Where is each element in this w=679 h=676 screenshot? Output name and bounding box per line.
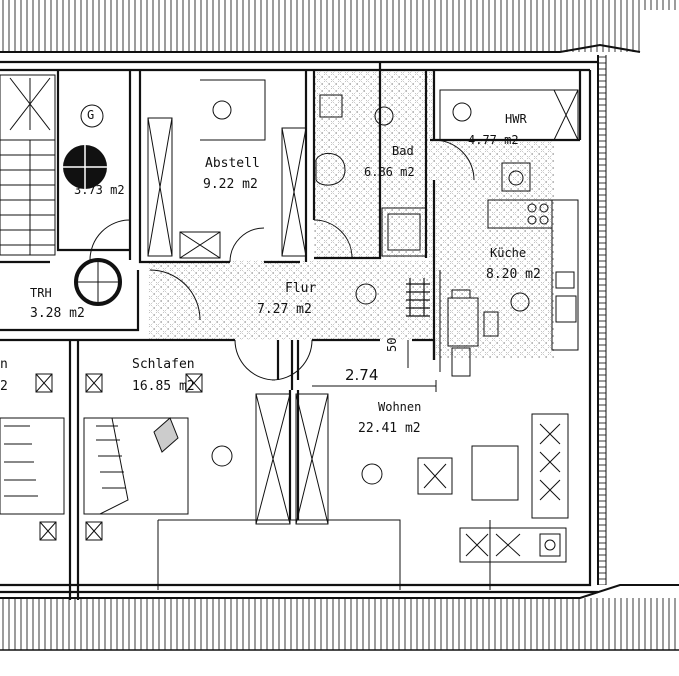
dimension-width: 2.74 [345, 366, 379, 384]
room-area-gas: 3.73 m2 [74, 183, 125, 197]
hatched-floors [148, 70, 554, 358]
room-label-wohnen: Wohnen [378, 400, 422, 414]
room-label-hwr: HWR [505, 112, 527, 126]
room-label-bad: Bad [392, 144, 414, 158]
room-area-abstell: 9.22 m2 [203, 177, 258, 192]
room-label-gas: G [87, 108, 95, 122]
room-label-abstell: Abstell [205, 156, 260, 171]
dimension-offset: 50 [385, 337, 399, 352]
walls [0, 60, 598, 600]
room-area-wohnen: 22.41 m2 [358, 421, 421, 436]
roof-bottom [0, 584, 679, 651]
staircase [0, 74, 56, 256]
room-label-schlafen: Schlafen [132, 357, 195, 372]
room-label-kueche: Küche [490, 246, 527, 260]
kitchen-fixtures [439, 89, 579, 377]
dimension-lines [312, 340, 437, 392]
room-area-hwr: 4.77 m2 [468, 133, 519, 147]
fixture-markers [211, 100, 530, 485]
room-label-left-partial: n [0, 357, 8, 372]
wardrobe [255, 393, 329, 525]
radiator [406, 278, 430, 317]
living-furniture [417, 413, 569, 590]
roof-top [0, 0, 679, 53]
room-label-flur: Flur [285, 281, 317, 296]
room-label-trh: TRH [30, 286, 52, 300]
bathroom-fixtures [315, 94, 427, 257]
bedroom-furniture [0, 373, 401, 590]
roof-right [597, 55, 607, 585]
room-area-left-partial: 2 [0, 379, 8, 394]
room-area-flur: 7.27 m2 [257, 302, 312, 317]
room-area-kueche: 8.20 m2 [486, 267, 541, 282]
room-area-bad: 6.86 m2 [364, 165, 415, 179]
heater-symbol [63, 104, 122, 306]
room-area-trh: 3.28 m2 [30, 306, 85, 321]
abstell-shelves [147, 79, 307, 259]
room-area-schlafen: 16.85 m2 [132, 379, 195, 394]
door-swings [89, 139, 475, 381]
